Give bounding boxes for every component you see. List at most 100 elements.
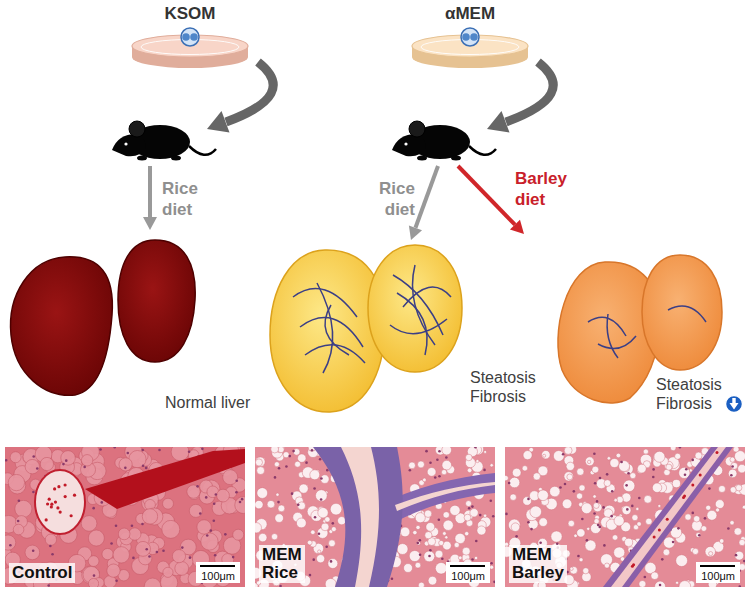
curved-arrow-body (226, 62, 273, 122)
nucleus (708, 487, 711, 490)
lipid-vacuole (409, 462, 416, 469)
nucleus (289, 455, 292, 458)
lipid-vacuole (477, 526, 486, 535)
nucleus (419, 539, 422, 542)
nucleus (419, 553, 422, 556)
nucleus (490, 562, 493, 565)
lipid-vacuole (442, 532, 446, 536)
nucleus (539, 541, 542, 544)
lipid-vacuole (523, 451, 532, 460)
nucleus (445, 456, 448, 459)
nucleus (661, 558, 664, 561)
blood-cell (699, 474, 702, 477)
lipid-vacuole (646, 518, 653, 525)
lipid-vacuole (670, 447, 676, 451)
nucleus (416, 542, 419, 545)
nucleus (224, 533, 227, 536)
nucleus (201, 448, 204, 451)
nucleus (492, 515, 495, 518)
nucleus (181, 546, 184, 549)
hepatocyte (88, 556, 99, 567)
nucleus (559, 486, 562, 489)
lipid-vacuole (426, 522, 435, 531)
blood-cell (691, 483, 694, 486)
lipid-vacuole (484, 450, 487, 453)
decrease-icon-circle (726, 396, 743, 413)
lipid-vacuole (652, 483, 661, 492)
nucleus (599, 477, 602, 480)
fibrosis-fiber (390, 319, 447, 334)
embryo-cell (190, 33, 198, 41)
hepatocyte (235, 497, 245, 514)
nucleus (206, 534, 209, 537)
lipid-vacuole (730, 521, 734, 525)
mouse-foot (417, 156, 427, 161)
blood-cell (59, 510, 62, 513)
nucleus (602, 506, 605, 509)
lipid-vacuole (413, 530, 417, 534)
lipid-vacuole (564, 447, 572, 454)
lipid-vacuole (625, 538, 633, 546)
liver-lobe (642, 255, 722, 370)
nucleus (727, 527, 730, 530)
lipid-vacuole (570, 567, 573, 570)
lipid-vacuole (275, 514, 284, 523)
nucleus (438, 519, 441, 522)
lipid-vacuole (530, 506, 542, 518)
lipid-vacuole (283, 452, 289, 458)
lipid-vacuole (583, 568, 589, 574)
lipid-vacuole (318, 507, 328, 517)
lipid-vacuole (441, 470, 446, 475)
hepatocyte (113, 547, 129, 563)
nucleus (142, 464, 145, 467)
liver-illustration: Steatosis Fibrosis (550, 240, 748, 425)
fibrosis-fiber (668, 306, 706, 322)
nucleus (83, 466, 86, 469)
liver-label: Normal liver (165, 393, 275, 412)
nucleus (235, 479, 238, 482)
lipid-vacuole (696, 533, 701, 538)
nucleus (603, 544, 606, 547)
mouse-foot (171, 156, 181, 161)
lipid-vacuole (330, 503, 342, 515)
curved-arrow (487, 62, 553, 133)
nucleus (515, 535, 518, 538)
hepatocyte (189, 504, 202, 517)
nucleus (436, 458, 439, 461)
lipid-vacuole (728, 469, 737, 478)
diet-arrow-head (510, 220, 524, 234)
blood-cell (57, 485, 60, 488)
diet-arrow-line (148, 166, 152, 217)
lipid-vacuole (325, 578, 336, 587)
nucleus (593, 512, 596, 515)
lipid-vacuole (315, 490, 327, 502)
curved-arrow-head (207, 111, 230, 133)
nucleus (210, 529, 213, 532)
mouse-eye (404, 142, 407, 145)
lipid-vacuole (637, 464, 646, 473)
nucleus (148, 555, 151, 558)
diet-arrow (458, 166, 524, 234)
lipid-vacuole (533, 473, 540, 480)
nucleus (141, 523, 144, 526)
blood-cell (50, 503, 53, 506)
nucleus (743, 560, 745, 563)
lipid-vacuole (623, 480, 635, 492)
tissue-cells (255, 447, 495, 587)
lipid-vacuole (522, 466, 527, 471)
hepatocyte (223, 470, 238, 485)
lipid-vacuole (423, 478, 427, 482)
lipid-vacuole (693, 516, 699, 522)
lipid-vacuole (706, 505, 711, 510)
nucleus (429, 549, 432, 552)
lipid-vacuole (695, 452, 702, 459)
nucleus (586, 539, 589, 542)
hepatocyte (10, 452, 21, 463)
nucleus (93, 574, 96, 577)
nucleus (684, 473, 687, 476)
fibrosis-fiber (393, 275, 443, 335)
nucleus (652, 476, 655, 479)
liver-lobe (368, 245, 462, 372)
nucleus (438, 475, 441, 478)
lipid-vacuole (663, 537, 674, 548)
